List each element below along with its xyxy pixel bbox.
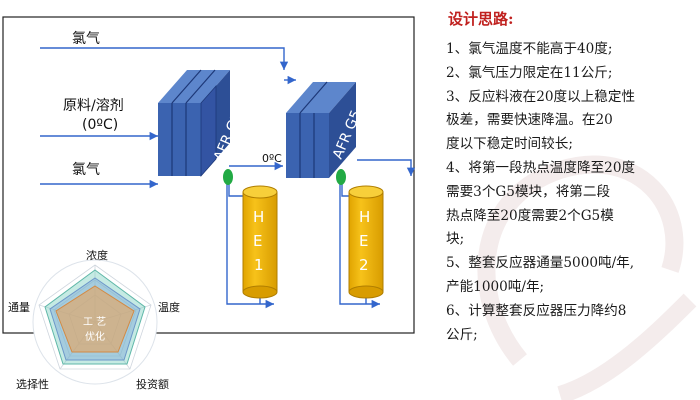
radar-center-line2: 优化	[85, 330, 105, 343]
valve-2-marker	[336, 169, 346, 185]
point-number: 5、	[446, 255, 469, 272]
point-number: 2、	[446, 64, 469, 81]
design-point: 2、氯气压力限定在11公斤;	[446, 62, 696, 86]
he1-label-1: 1	[254, 256, 264, 274]
he2-label-h: H	[359, 208, 370, 226]
design-point: 1、氯气温度不能高于40度;	[446, 38, 696, 62]
point-number: 4、	[446, 159, 469, 176]
point-text: 计算整套反应器压力降约8 公斤;	[446, 302, 627, 343]
point-text: 整套反应器通量5000吨/年, 产能1000吨/年;	[446, 255, 635, 295]
heat-exchanger-1: H E 1	[242, 185, 278, 299]
point-number: 1、	[446, 41, 469, 57]
radar-axis-label-0: 浓度	[86, 248, 108, 262]
point-text: 反应料液在20度以上稳定性 极差，需要快速降温。在20 度以下稳定时间较长;	[446, 88, 636, 153]
r2-out-line	[357, 159, 416, 176]
he1-label-h: H	[253, 208, 264, 226]
he1-label-e: E	[253, 232, 262, 250]
he1-return-line	[226, 178, 274, 309]
radar-axis-label-2: 投资额	[136, 377, 169, 391]
reactor-1-afr-g5: AFR G5	[158, 69, 246, 178]
design-point: 4、将第一段热点温度降至20度 需要3个G5模块，将第二段 热点降至20度需要2…	[446, 157, 696, 252]
point-number: 6、	[446, 302, 469, 319]
flow-lines	[40, 47, 416, 309]
background-swirl-watermark	[477, 155, 697, 400]
label-chlorine-top: 氯气	[72, 31, 100, 47]
radar-center-line1: 工 艺	[83, 316, 106, 328]
point-text: 氯气压力限定在11公斤;	[468, 64, 613, 81]
label-chlorine-bottom: 氯气	[72, 162, 100, 178]
radar-axis-label-1: 温度	[158, 300, 180, 314]
design-point: 3、反应料液在20度以上稳定性 极差，需要快速降温。在20 度以下稳定时间较长;	[446, 86, 696, 157]
valve-1-marker	[223, 169, 233, 185]
chlorine-top-line	[40, 47, 289, 70]
point-text: 氯气温度不能高于40度;	[468, 41, 613, 57]
design-point: 6、计算整套反应器压力降约8 公斤;	[446, 300, 696, 348]
point-text: 将第一段热点温度降至20度 需要3个G5模块，将第二段 热点降至20度需要2个G…	[446, 159, 636, 248]
label-inter-temp: 0ºC	[262, 152, 282, 165]
label-feed-temp: (0ºC)	[82, 117, 118, 133]
radar-axis-label-4: 通量	[8, 301, 30, 314]
label-feed-solvent: 原料/溶剂	[63, 98, 124, 114]
point-number: 3、	[446, 88, 469, 105]
design-points-list: 1、氯气温度不能高于40度; 2、氯气压力限定在11公斤; 3、反应料液在20度…	[446, 38, 696, 347]
design-approach-title: 设计思路:	[448, 10, 514, 28]
he2-label-e: E	[359, 232, 368, 250]
radar-area-orange	[55, 285, 135, 353]
radar-chart: 工 艺 优化 浓度 温度 投资额 选择性 通量	[8, 248, 180, 391]
he2-label-2: 2	[359, 256, 369, 274]
radar-axis-label-3: 选择性	[16, 377, 49, 391]
heat-exchanger-2: H E 2	[348, 185, 384, 299]
design-point: 5、整套反应器通量5000吨/年, 产能1000吨/年;	[446, 252, 696, 300]
